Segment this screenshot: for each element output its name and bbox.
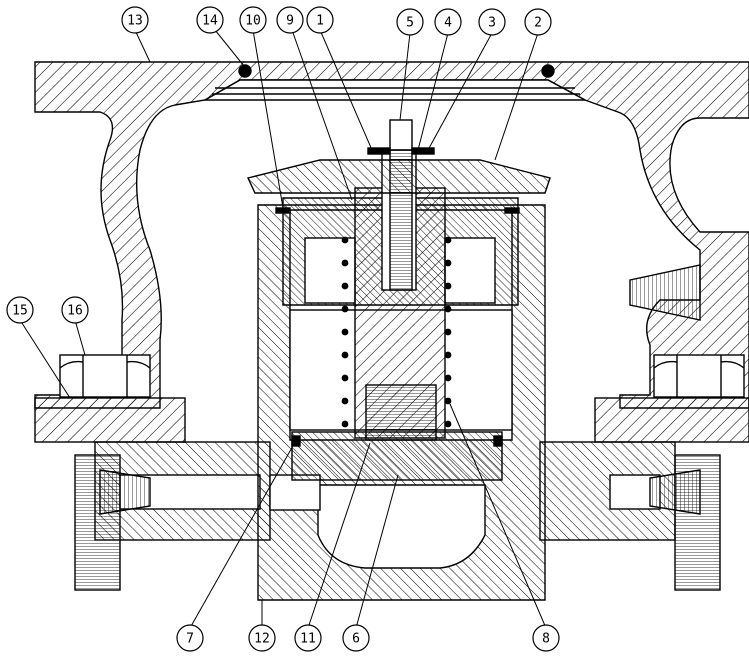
left-cone [99,469,151,515]
o-ring-14-right [541,64,555,78]
left-nut [59,354,151,398]
spring-coil-dot [341,282,349,290]
inner-spring [365,384,437,441]
callout-label: 4 [444,16,452,31]
spring-coil-dot [341,328,349,336]
spring-cavity-left [304,237,356,304]
spring-coil-dot [341,259,349,267]
bolt-head [389,119,413,151]
callout-9: 9 [276,6,304,34]
spring-coil-dot [444,236,452,244]
callout-5: 5 [396,8,424,36]
callout-3: 3 [478,8,506,36]
seal-7-right [493,435,503,447]
callout-label: 9 [286,14,294,29]
spring-coil-dot [341,420,349,428]
o-ring-14-left [238,64,252,78]
callout-label: 14 [202,14,218,29]
callout-label: 6 [352,632,360,647]
callout-8: 8 [532,624,560,652]
right-lower-flange [594,397,749,443]
callout-label: 5 [406,16,414,31]
callout-2: 2 [524,8,552,36]
callout-label: 12 [254,632,270,647]
seal-10 [275,207,291,214]
right-nut [653,354,745,398]
callout-label: 16 [67,304,83,319]
right-cone [649,469,701,515]
seal-10-right [504,207,520,214]
callout-label: 10 [245,14,261,29]
callout-7: 7 [176,624,204,652]
callout-15: 15 [6,296,34,324]
callout-4: 4 [434,8,462,36]
callout-10: 10 [239,6,267,34]
spring-coil-dot [341,397,349,405]
callout-label: 15 [12,304,28,319]
callout-11: 11 [294,624,322,652]
washer-right [411,147,435,155]
leader-lines [19,29,547,629]
seal-7-left [291,435,301,447]
callout-label: 2 [534,16,542,31]
top-flange-bore [202,79,586,101]
spring-coil-dot [341,236,349,244]
callout-label: 3 [488,16,496,31]
spring-coil-dot [341,351,349,359]
left-lower-flange [34,397,186,443]
spring-coil-dot [341,305,349,313]
callout-13: 13 [121,6,149,34]
callout-label: 13 [127,14,143,29]
spring-coil-dot [444,282,452,290]
spring-coil-dot [444,374,452,382]
bolt-shank [389,149,413,291]
spring-coil-dot [444,420,452,428]
spring-coil-dot [444,397,452,405]
side-channel [269,474,321,511]
spring-coil-dot [444,305,452,313]
lower-chamber [317,484,486,569]
callout-14: 14 [196,6,224,34]
callout-16: 16 [61,296,89,324]
callout-label: 7 [186,632,194,647]
spring-coil-dot [444,351,452,359]
spring-coil-dot [444,259,452,267]
callout-12: 12 [248,624,276,652]
callout-label: 8 [542,632,550,647]
spring-coil-dot [444,328,452,336]
spring-cavity-right [444,237,496,304]
spring-coils [341,236,452,428]
callout-1: 1 [306,6,334,34]
right-side-fitting [629,264,701,321]
callout-6: 6 [342,624,370,652]
callout-label: 1 [316,14,324,29]
washer-left [367,147,391,155]
callout-label: 11 [300,632,316,647]
spring-coil-dot [341,374,349,382]
